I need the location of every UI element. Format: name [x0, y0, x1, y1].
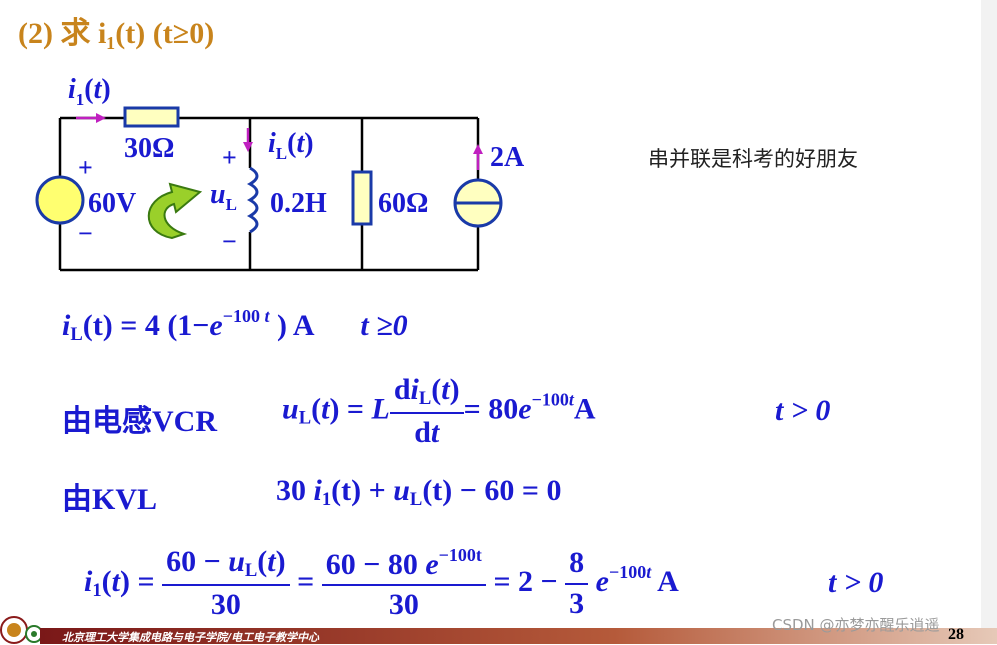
equation-vcr-condition: t > 0 [775, 394, 831, 427]
resistor-60 [351, 170, 373, 226]
current-source-label: 2A [490, 142, 525, 173]
inductor-coil [246, 166, 259, 234]
slide-title: (2) 求 i₁(t) (t≥0) [18, 17, 215, 50]
equation-il: iL(t) = 4 (1−e−100 t ) A t ≥0 [62, 306, 408, 346]
source-plus: + [78, 153, 93, 182]
resistor-60-label: 60Ω [378, 188, 428, 219]
equation-kvl-label: 由KVL [62, 483, 158, 516]
watermark: CSDN @亦梦亦醒乐逍遥 [772, 616, 940, 634]
resistor-30-label: 30Ω [124, 133, 174, 164]
footer-bar [40, 628, 997, 644]
source-minus: − [78, 219, 93, 248]
page-number: 28 [948, 626, 964, 643]
inductor-current-label: iL(t) [268, 128, 314, 163]
inductor-minus: − [222, 227, 237, 256]
voltage-direction-arrow [147, 182, 203, 240]
current-i1-label: i1(t) [68, 74, 111, 109]
circuit-diagram: i1(t) 30Ω + 60V − + iL(t) uL − 0.2H 60Ω … [35, 74, 525, 272]
equation-vcr-label: 由电感VCR [62, 405, 217, 438]
equation-kvl: 30 i1(t) + uL(t) − 60 = 0 [276, 474, 562, 511]
equation-i1-condition: t > 0 [828, 566, 884, 599]
footer-text: 北京理工大学集成电路与电子学院/电工电子教学中心 [62, 631, 320, 644]
inductor-voltage-label: uL [210, 179, 237, 214]
resistor-30 [123, 106, 180, 128]
side-note: 串并联是科考的好朋友 [648, 147, 858, 171]
inductor-plus: + [222, 143, 237, 172]
university-logo [0, 616, 42, 644]
source-voltage-label: 60V [88, 188, 136, 219]
scrollbar[interactable] [981, 0, 997, 644]
inductor-value-label: 0.2H [270, 188, 327, 219]
voltage-source [35, 175, 85, 225]
